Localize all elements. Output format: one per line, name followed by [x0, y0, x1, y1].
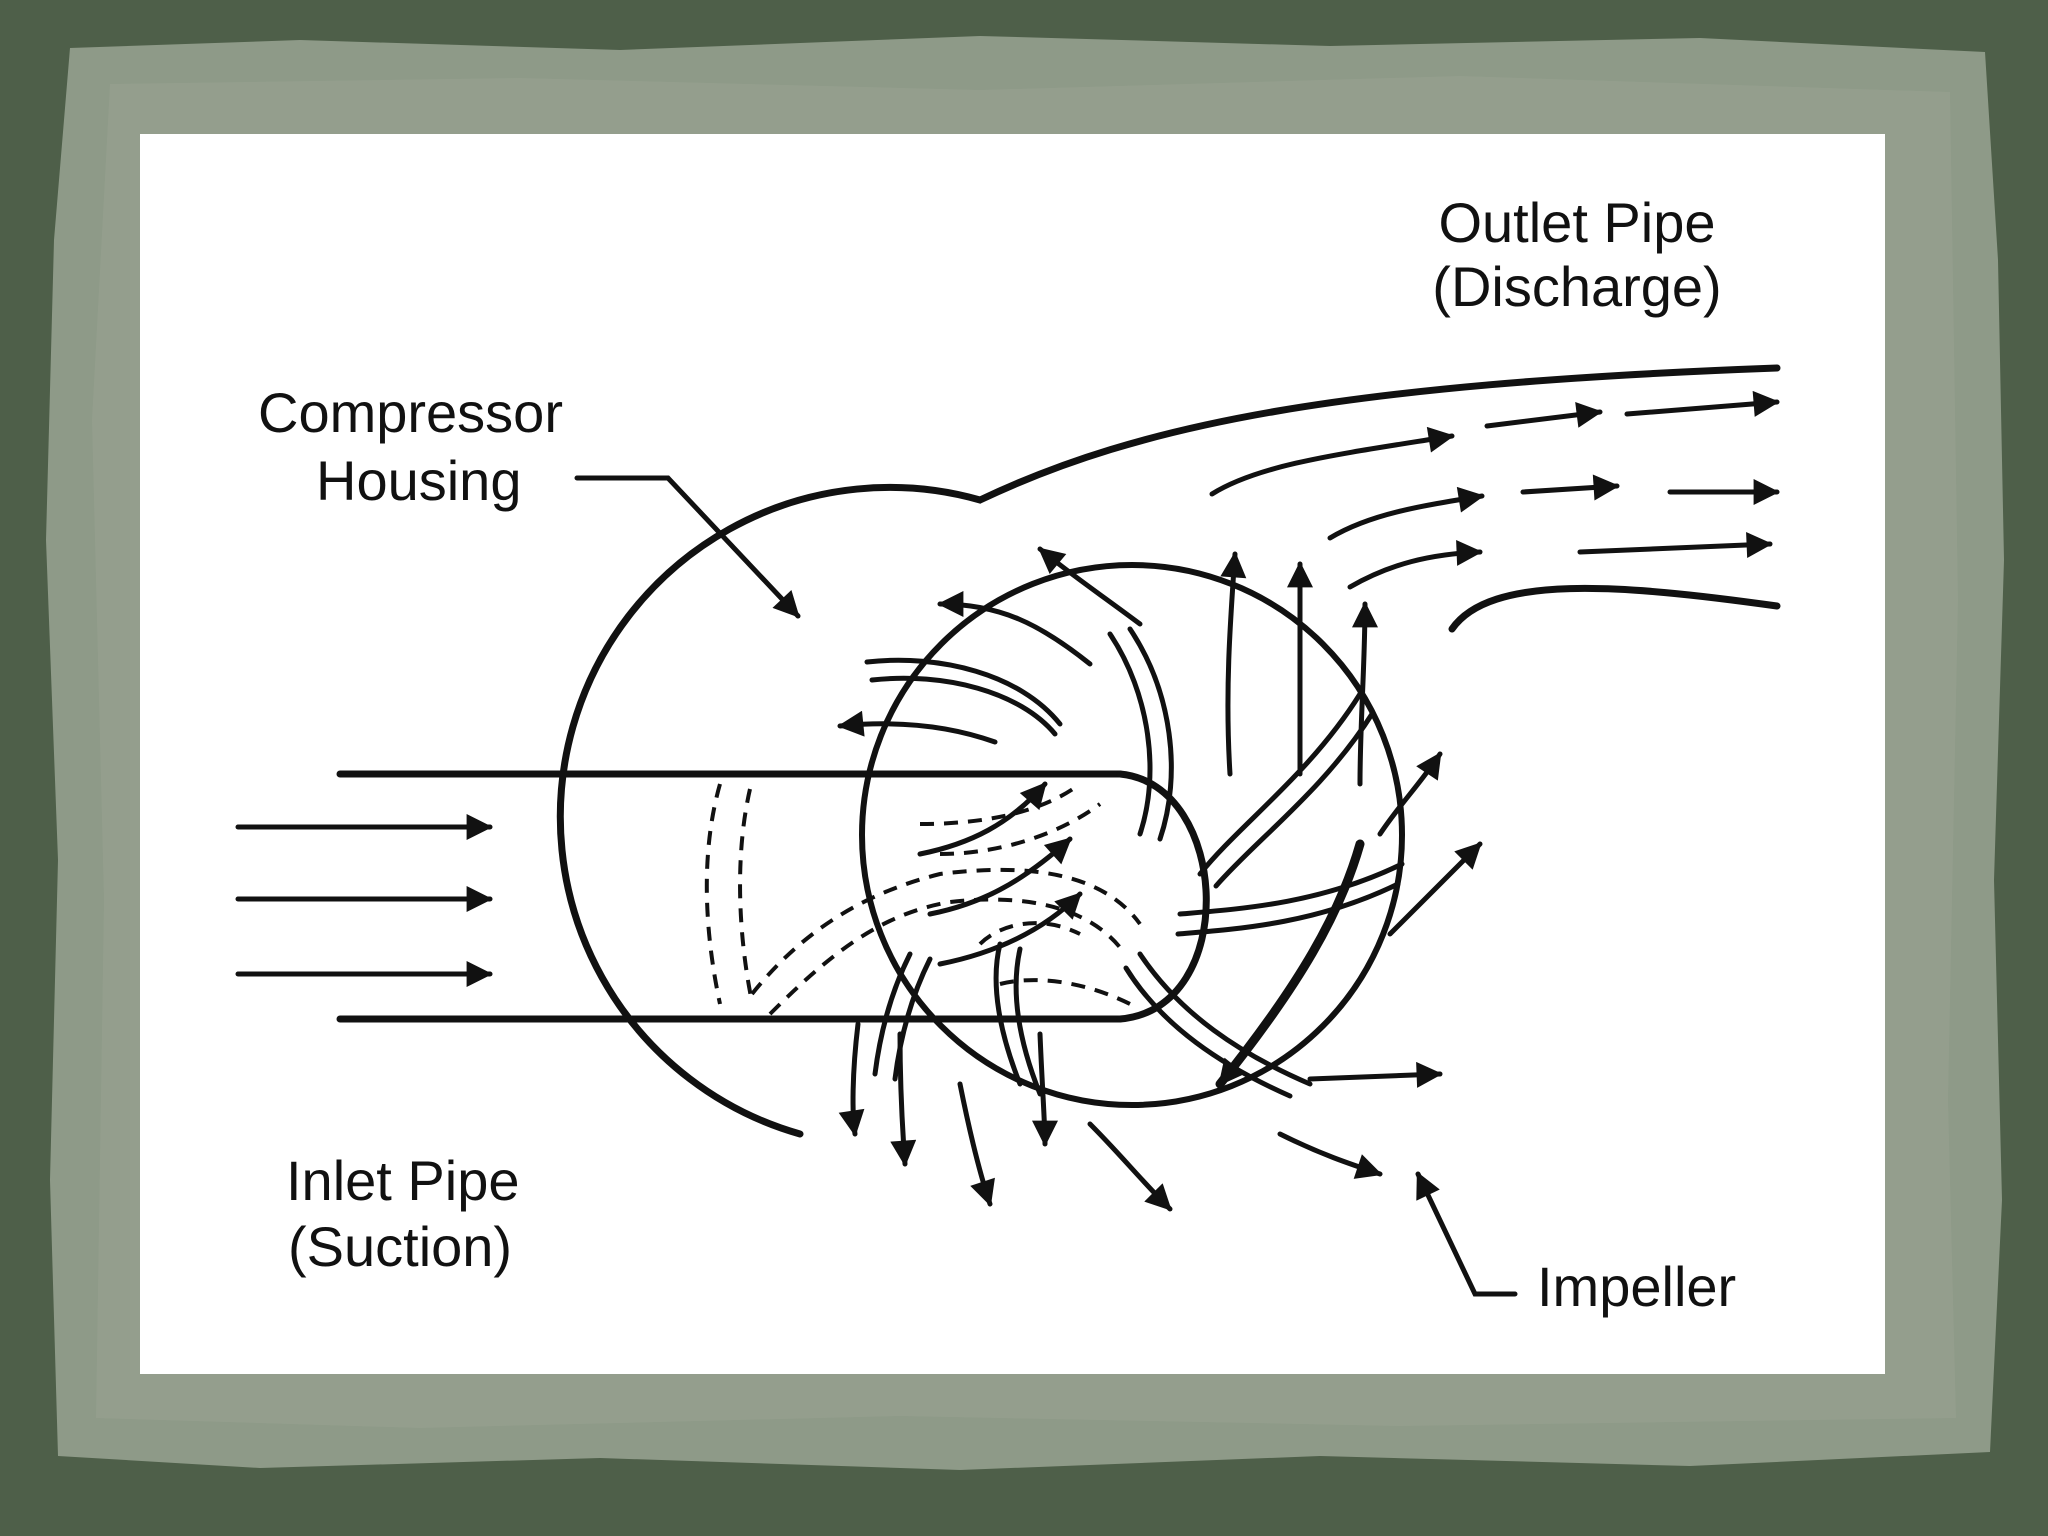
impeller-flow-arrow	[890, 1031, 917, 1167]
outlet-flow-arrow	[1484, 401, 1603, 429]
impeller-vane	[864, 657, 1063, 727]
outlet-flow-arrow	[1209, 426, 1455, 497]
leader-lines	[574, 475, 1518, 1297]
centrifugal-compressor-diagram: Outlet Pipe (Discharge) Compressor Housi…	[235, 191, 1781, 1318]
outlet-pipe-lower-wall	[1448, 584, 1781, 633]
inlet-pipe-nose	[1116, 770, 1210, 1023]
eye-flow-arrow	[927, 836, 1073, 917]
inlet-pipe-label-line1: Inlet Pipe	[286, 1149, 520, 1212]
hidden-line	[919, 782, 1082, 826]
hidden-line	[978, 921, 1081, 946]
hidden-line	[939, 802, 1102, 856]
hidden-lines	[704, 782, 1142, 1016]
impeller-flow-arrow	[1087, 1121, 1173, 1212]
impeller-flow-arrow	[1215, 839, 1365, 1089]
impeller-vane	[1127, 626, 1174, 842]
impeller-flow-arrow	[1220, 551, 1247, 777]
outlet-flow-arrow	[1347, 539, 1483, 590]
outlet-flow-arrow	[1520, 474, 1620, 501]
compressor-housing	[557, 364, 1781, 1138]
impeller-flow-arrow	[1387, 841, 1483, 937]
impeller-vane	[869, 675, 1058, 737]
flow-arrows	[235, 390, 1780, 1212]
labels: Outlet Pipe (Discharge) Compressor Housi…	[258, 191, 1736, 1318]
impeller-flow-arrow	[957, 1081, 995, 1207]
impeller-vane	[1197, 691, 1363, 877]
housing-leader-arrow	[574, 475, 801, 619]
impeller-flow-arrow	[1377, 751, 1443, 837]
hidden-line	[704, 783, 722, 1005]
impeller-flow-arrow	[837, 710, 998, 745]
outlet-pipe-label-line2: (Discharge)	[1432, 255, 1721, 318]
hidden-line	[738, 788, 754, 1003]
housing-outer-wall	[557, 364, 1781, 1138]
impeller-vane	[1213, 711, 1375, 889]
hidden-line	[768, 897, 1127, 1016]
impeller	[864, 626, 1405, 1099]
eye-flow-arrow	[937, 891, 1083, 967]
impeller-vane	[1107, 631, 1153, 837]
impeller-vane	[872, 951, 913, 1077]
impeller-flow-arrow	[1037, 546, 1143, 627]
inlet-pipe	[336, 770, 1210, 1023]
diagram-card: Outlet Pipe (Discharge) Compressor Housi…	[140, 134, 1885, 1374]
impeller-vane	[1177, 861, 1405, 917]
outlet-flow-arrow	[1577, 531, 1773, 558]
impeller-flow-arrow	[937, 591, 1093, 667]
compressor-housing-label-line1: Compressor	[258, 381, 563, 444]
impeller-flow-arrow	[1351, 601, 1378, 787]
outlet-flow-arrow	[1327, 486, 1485, 541]
eye-flow-arrow	[917, 781, 1048, 857]
compressor-housing-label-line2: Housing	[316, 449, 521, 512]
impeller-leader-arrow	[1415, 1171, 1518, 1297]
housing-inner-ring	[859, 562, 1405, 1108]
impeller-label: Impeller	[1537, 1255, 1736, 1318]
impeller-vane	[993, 941, 1023, 1087]
impeller-vane	[1123, 965, 1293, 1099]
hidden-line	[750, 867, 1142, 996]
inlet-pipe-label-line2: (Suction)	[288, 1215, 512, 1278]
impeller-vane	[1137, 951, 1313, 1087]
impeller-flow-arrow	[1307, 1061, 1443, 1088]
outlet-pipe-label-line1: Outlet Pipe	[1438, 191, 1715, 254]
hidden-line	[999, 978, 1131, 1006]
outlet-flow-arrow	[1624, 390, 1780, 417]
impeller-flow-arrow	[838, 1021, 865, 1137]
impeller-flow-arrow	[1031, 1031, 1058, 1147]
impeller-flow-arrow	[1277, 1131, 1383, 1179]
